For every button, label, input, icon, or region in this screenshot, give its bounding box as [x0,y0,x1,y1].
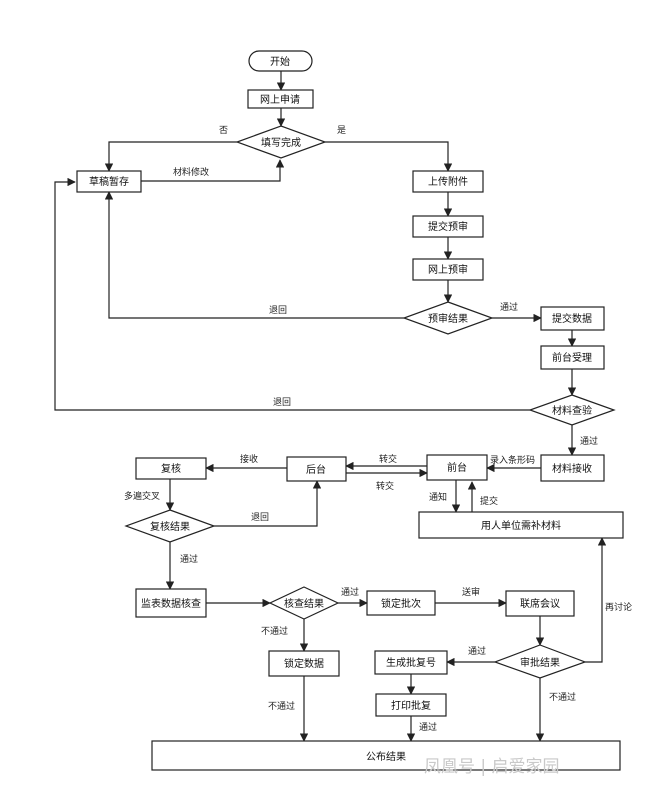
svg-text:核查结果: 核查结果 [284,597,324,610]
node-front-accept: 前台受理 [540,345,605,370]
edge-draft-modify-fill [141,159,285,182]
label-transfer-2: 转交 [376,480,394,492]
label-pass-6: 通过 [419,721,437,733]
label-pass-2: 通过 [580,435,598,447]
label-pass-3: 通过 [180,553,198,565]
svg-text:网上预审: 网上预审 [428,263,468,276]
node-draft: 草稿暂存 [76,170,142,193]
svg-text:锁定数据: 锁定数据 [284,657,324,670]
svg-text:前台: 前台 [447,461,467,474]
node-check-result: 核查结果 [268,586,340,620]
node-recheck: 复核 [135,457,207,480]
svg-text:草稿暂存: 草稿暂存 [89,175,129,188]
label-pass-5: 通过 [468,645,486,657]
svg-text:材料查验: 材料查验 [552,404,592,417]
edge-fill-no-draft [104,141,237,172]
edge-matcheck-return-draft [54,177,530,411]
node-online-pre: 网上预审 [412,258,484,281]
label-notify: 通知 [429,491,447,503]
label-material-modify: 材料修改 [173,166,209,178]
svg-text:前台受理: 前台受理 [552,351,592,364]
edge-recresult-return-back [214,480,322,527]
svg-text:提交数据: 提交数据 [552,312,592,325]
node-submit-data: 提交数据 [540,306,605,331]
node-lock-data: 锁定数据 [268,650,340,677]
edge-fill-yes-upload [325,141,453,172]
svg-text:联席会议: 联席会议 [520,597,560,610]
edge-labels: 否 是 材料修改 退回 通过 退回 通过 录入条形码 转交 转交 接收 通知 提… [124,125,632,733]
node-lock-batch: 锁定批次 [366,590,436,616]
node-upload: 上传附件 [412,170,484,193]
svg-text:监表数据核查: 监表数据核查 [141,597,201,610]
svg-text:公布结果: 公布结果 [366,750,406,763]
svg-text:上传附件: 上传附件 [428,175,468,188]
node-employer-supplement: 用人单位需补材料 [418,511,624,539]
svg-text:锁定批次: 锁定批次 [381,597,421,610]
label-transfer-1: 转交 [379,453,397,465]
label-receive: 接收 [240,453,258,465]
svg-text:复核: 复核 [161,462,181,475]
node-start: 开始 [248,50,313,72]
label-pass-1: 通过 [500,301,518,313]
svg-text:用人单位需补材料: 用人单位需补材料 [481,519,561,532]
node-online-apply: 网上申请 [247,89,314,109]
node-material-receive: 材料接收 [540,454,605,482]
label-return-2: 退回 [273,397,291,408]
svg-text:材料接收: 材料接收 [552,462,592,475]
node-front-desk: 前台 [426,454,488,481]
label-record-barcode: 录入条形码 [490,454,535,466]
label-send-review: 送审 [462,586,480,598]
node-joint-meeting: 联席会议 [505,590,575,617]
node-table-check: 监表数据核查 [135,588,207,618]
edge-result-return-draft [104,191,404,319]
svg-text:复核结果: 复核结果 [150,520,190,533]
label-return-3: 退回 [251,512,269,523]
label-not-pass-1: 不通过 [261,625,288,637]
label-no: 否 [219,125,228,136]
label-not-pass-3: 不通过 [268,700,295,712]
label-not-pass-2: 不通过 [549,691,576,703]
svg-text:打印批复: 打印批复 [391,699,431,712]
node-fill-complete: 填写完成 [235,125,327,159]
label-yes: 是 [337,125,346,136]
node-pre-result: 预审结果 [402,301,494,335]
node-back-desk: 后台 [286,456,347,482]
label-multi-cross: 多遍交叉 [124,490,160,502]
svg-text:后台: 后台 [306,463,326,476]
svg-text:提交预审: 提交预审 [428,220,468,233]
label-submit: 提交 [480,495,498,507]
svg-text:预审结果: 预审结果 [428,312,468,325]
label-rediscuss: 再讨论 [605,601,632,613]
svg-text:开始: 开始 [270,55,290,68]
node-material-check: 材料查验 [528,394,616,426]
svg-text:填写完成: 填写完成 [261,136,301,149]
node-gen-reply: 生成批复号 [374,650,448,675]
watermark: 凤凰号 | 启爱家园 [424,757,560,777]
label-return-1: 退回 [269,305,287,316]
node-approve-result: 审批结果 [493,644,587,679]
svg-text:生成批复号: 生成批复号 [386,656,436,669]
svg-text:网上申请: 网上申请 [260,93,300,106]
node-submit-pre: 提交预审 [412,215,484,238]
node-print-reply: 打印批复 [375,693,447,717]
node-recheck-result: 复核结果 [124,509,216,543]
svg-text:审批结果: 审批结果 [520,656,560,669]
edges [54,71,607,742]
node-publish: 公布结果 [151,740,621,771]
label-pass-4: 通过 [341,586,359,598]
edge-approve-rediscuss [585,537,607,663]
